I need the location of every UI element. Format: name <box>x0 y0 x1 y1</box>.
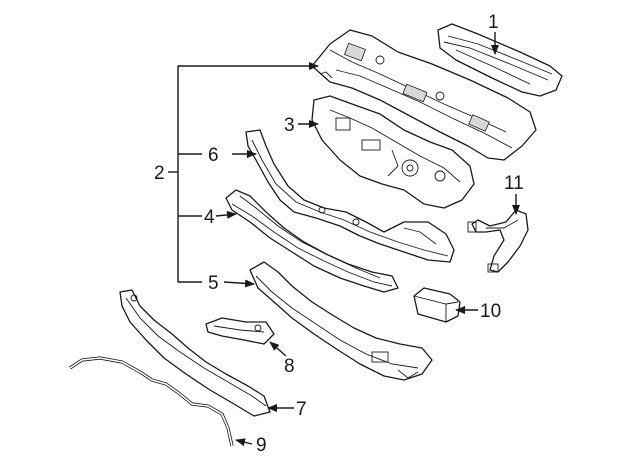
part-5-lower-cowl-panel <box>249 261 433 381</box>
callout-9: 9 <box>256 435 267 456</box>
part-10-seal-block <box>413 287 461 323</box>
part-4-upper-cowl-panel <box>225 189 399 293</box>
group-2-bracket-lines <box>168 62 319 283</box>
part-6-cowl-reinforcement <box>245 129 455 263</box>
callout-7: 7 <box>296 399 307 420</box>
part-2-cowl-panel <box>311 29 537 161</box>
part-7-side-extension <box>119 289 271 417</box>
part-1-cowl-top-cover <box>437 23 563 97</box>
arrow-9 <box>235 438 253 447</box>
part-9-drain-hose <box>69 356 234 447</box>
part-3-dash-insulator <box>311 95 475 209</box>
callout-4: 4 <box>204 207 215 228</box>
callout-2: 2 <box>154 163 165 184</box>
part-11-wiring-harness <box>467 209 529 273</box>
callout-1: 1 <box>488 12 499 33</box>
arrow-8 <box>269 341 287 357</box>
callout-5: 5 <box>208 273 219 294</box>
arrow-5 <box>223 279 255 288</box>
callout-3: 3 <box>284 115 295 136</box>
callout-11: 11 <box>504 173 524 194</box>
callout-10: 10 <box>480 301 501 322</box>
callout-6: 6 <box>208 145 219 166</box>
part-8-bracket <box>205 317 275 345</box>
callout-8: 8 <box>284 356 295 377</box>
arrow-4 <box>215 210 237 219</box>
